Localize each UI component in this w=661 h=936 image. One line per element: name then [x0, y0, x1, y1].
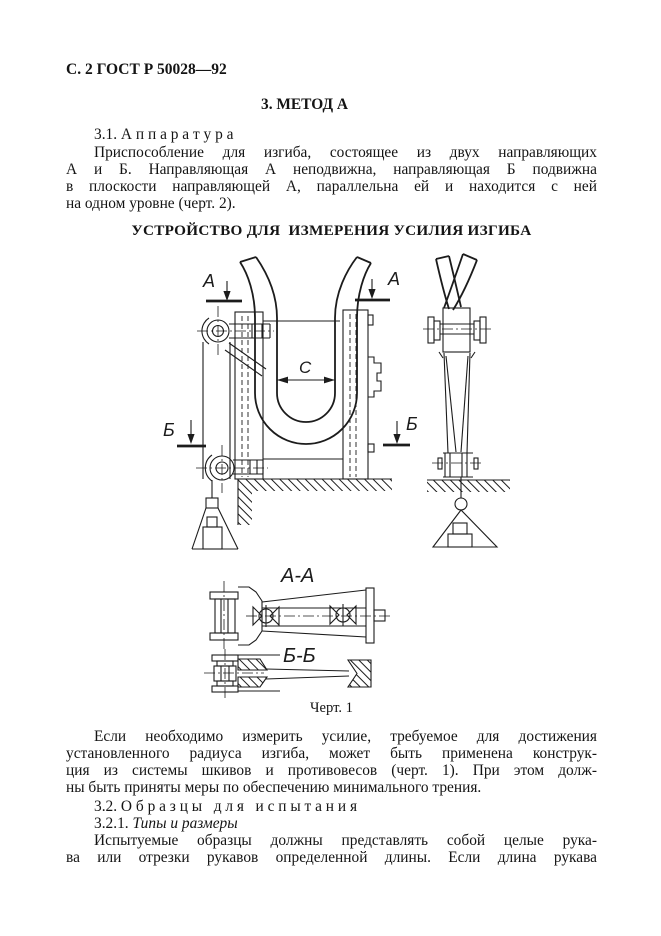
side-view	[423, 253, 510, 548]
body-line: на одном уровне (черт. 2).	[66, 195, 236, 212]
figure-heading: УСТРОЙСТВО ДЛЯ ИЗМЕРЕНИЯ УСИЛИЯ ИЗГИБА	[131, 222, 532, 239]
section-mark-a-left: А	[202, 271, 215, 291]
section-mark-b-right: Б	[406, 414, 418, 434]
body-line: Испытуемые образцы должны представлять с…	[94, 832, 597, 849]
subsection-heading-apparatus: 3.1. А п п а р а т у р а	[94, 126, 234, 143]
section-b-b-label: Б-Б	[283, 645, 316, 667]
section-mark-a-right: А	[387, 269, 400, 289]
body-line: Если необходимо измерить усилие, требуем…	[94, 728, 597, 745]
body-line: ция из системы шкивов и противовесов (че…	[66, 762, 597, 779]
section-b-b: Б-Б	[204, 645, 372, 699]
body-line: ны быть приняты меры по обеспечению мини…	[66, 779, 482, 796]
figure-caption: Черт. 1	[310, 700, 353, 716]
body-line: ва или отрезки рукавов определенной длин…	[66, 849, 597, 866]
subsection-heading-samples: 3.2. О б р а з ц ы д л я и с п ы т а н и…	[94, 798, 358, 815]
section-mark-b-left: Б	[163, 420, 175, 440]
body-line: Приспособление для изгиба, состоящее из …	[94, 144, 597, 161]
figure-1-technical-drawing: С А А Б Б	[163, 253, 510, 699]
dimension-c-label: С	[299, 358, 312, 377]
front-view: С А А Б Б	[163, 256, 418, 550]
section-heading-method-a: 3. МЕТОД А	[261, 96, 349, 113]
subsection-heading-types: 3.2.1. Типы и размеры	[66, 815, 597, 832]
types-number: 3.2.1.	[94, 815, 133, 832]
body-line: в плоскости направляющей А, параллельна …	[66, 178, 597, 195]
body-line: установленного радиуса изгиба, может быт…	[66, 745, 597, 762]
section-a-a: А-А	[209, 565, 392, 650]
page-header: С. 2 ГОСТ Р 50028—92	[66, 61, 227, 78]
section-a-a-label: А-А	[280, 565, 314, 587]
types-title: Типы и размеры	[132, 815, 238, 832]
body-line: А и Б. Направляющая А неподвижна, направ…	[66, 161, 597, 178]
